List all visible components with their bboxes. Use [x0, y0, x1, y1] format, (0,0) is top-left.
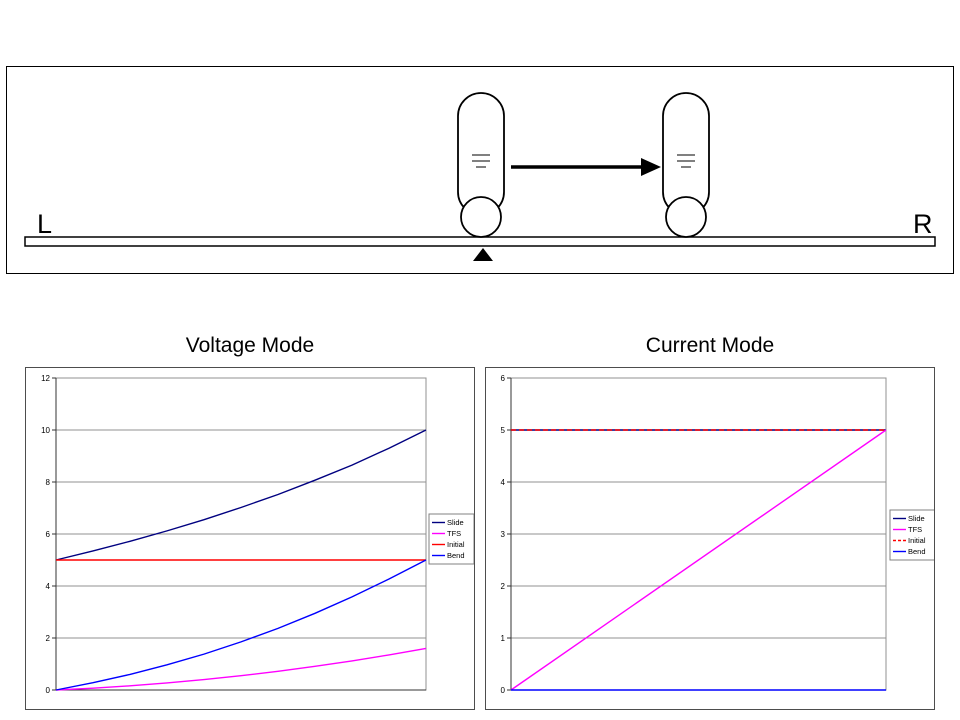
svg-text:8: 8	[46, 478, 51, 487]
svg-text:Initial: Initial	[447, 540, 465, 549]
grip-lines-icon	[472, 154, 490, 168]
svg-text:3: 3	[501, 530, 506, 539]
y-tick-labels: 0 2 4 6 8 10 12	[41, 374, 50, 695]
right-end-label: R	[913, 209, 933, 239]
svg-text:0: 0	[501, 686, 506, 695]
motion-arrow-icon	[511, 158, 661, 176]
svg-text:4: 4	[46, 582, 51, 591]
roller-diagram: L R	[6, 66, 954, 274]
legend-entry-bend: Bend	[893, 547, 926, 556]
roller-diagram-figure: L R	[24, 92, 936, 261]
legend-entry-tfs: TFS	[893, 525, 922, 534]
series-slide	[55, 429, 427, 561]
beam	[24, 236, 936, 247]
svg-text:Initial: Initial	[908, 536, 926, 545]
legend-entry-initial: Initial	[432, 540, 465, 549]
svg-text:Bend: Bend	[447, 551, 465, 560]
series-bend	[55, 559, 427, 691]
svg-text:5: 5	[501, 426, 506, 435]
svg-text:TFS: TFS	[908, 525, 922, 534]
legend-entry-slide: Slide	[432, 518, 464, 527]
legend-entry-initial: Initial	[893, 536, 926, 545]
chart-title-current-mode: Current Mode	[645, 334, 775, 357]
svg-text:2: 2	[46, 634, 51, 643]
fulcrum-triangle-icon	[473, 248, 493, 261]
legend-entry-slide: Slide	[893, 514, 925, 523]
series-tfs	[510, 429, 887, 691]
svg-text:6: 6	[46, 530, 51, 539]
y-tick-marks	[52, 377, 56, 691]
svg-text:1: 1	[501, 634, 506, 643]
y-gridlines	[56, 377, 426, 691]
grip-lines-icon	[677, 154, 695, 168]
y-gridlines	[511, 377, 886, 691]
y-tick-labels: 0 1 2 3 4 5 6	[501, 374, 506, 695]
y-tick-marks	[507, 377, 511, 691]
svg-text:6: 6	[501, 374, 506, 383]
svg-text:2: 2	[501, 582, 506, 591]
legend-entry-bend: Bend	[432, 551, 465, 560]
svg-text:Slide: Slide	[908, 514, 925, 523]
svg-text:4: 4	[501, 478, 506, 487]
roller-left	[457, 92, 505, 238]
series-tfs	[55, 647, 427, 691]
left-end-label: L	[37, 209, 52, 239]
svg-text:0: 0	[46, 686, 51, 695]
svg-text:12: 12	[41, 374, 50, 383]
svg-text:Slide: Slide	[447, 518, 464, 527]
legend-entry-tfs: TFS	[432, 529, 461, 538]
svg-text:Bend: Bend	[908, 547, 926, 556]
roller-right	[662, 92, 710, 238]
svg-text:10: 10	[41, 426, 50, 435]
chart-title-voltage-mode: Voltage Mode	[185, 334, 315, 357]
svg-text:TFS: TFS	[447, 529, 461, 538]
